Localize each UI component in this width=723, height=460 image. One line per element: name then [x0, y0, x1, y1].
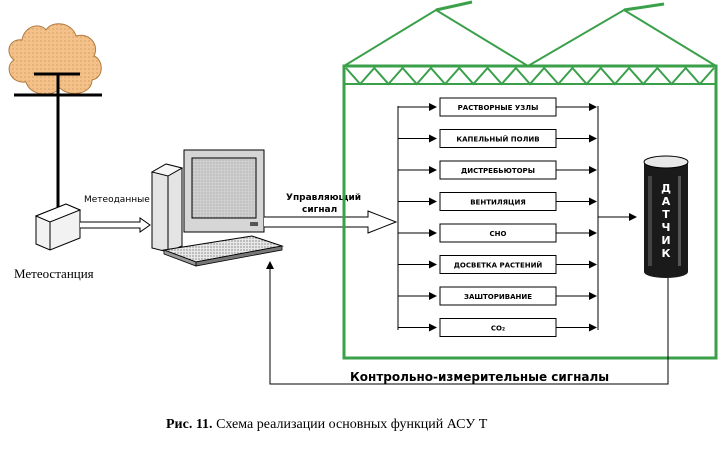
subsystem-label: ВЕНТИЛЯЦИЯ [470, 199, 526, 207]
weather-station-label: Метеостанция [14, 266, 94, 281]
weather-station-box [34, 203, 82, 251]
subsystem-row: КАПЕЛЬНЫЙ ПОЛИВ [398, 129, 597, 148]
sensor-letter: К [662, 247, 671, 260]
sensor-letter: Д [661, 182, 671, 195]
weather-mast [14, 72, 102, 212]
distribution-lines [397, 106, 637, 330]
weather-data-arrow [80, 217, 151, 233]
sensor-cylinder [643, 155, 689, 278]
cloud-icon [8, 23, 102, 95]
subsystem-row: CO₂ [398, 318, 597, 337]
weather-data-label: Метеоданные [84, 195, 150, 205]
sensor-letter: И [661, 234, 670, 247]
sensor-letter: Ч [662, 221, 671, 234]
control-signal-label-2: сигнал [302, 205, 337, 215]
control-signal-arrow [264, 210, 398, 234]
control-signal-label-1: Управляющий [286, 193, 361, 203]
subsystem-row: ДИСТРЕБЬЮТОРЫ [398, 160, 597, 180]
subsystem-label: ДОСВЕТКА РАСТЕНИЙ [454, 261, 543, 270]
greenhouse-frame [342, 64, 718, 360]
subsystem-row: СНО [398, 223, 597, 243]
subsystem-label: ЗАШТОРИВАНИЕ [464, 293, 532, 301]
subsystem-label: CO₂ [491, 325, 505, 333]
caption-text: Схема реализации основных функций АСУ Т [213, 417, 488, 432]
figure-caption: Рис. 11. Схема реализации основных функц… [166, 417, 488, 432]
caption-prefix: Рис. 11. [166, 417, 213, 432]
subsystem-label: СНО [490, 230, 507, 238]
subsystem-row: ДОСВЕТКА РАСТЕНИЙ [398, 255, 597, 274]
sensor-letter: Т [662, 208, 670, 221]
subsystem-row: ЗАШТОРИВАНИЕ [398, 286, 597, 306]
subsystem-row: РАСТВОРНЫЕ УЗЛЫ [398, 97, 597, 117]
computer-icon [150, 149, 284, 267]
subsystem-list: РАСТВОРНЫЕ УЗЛЫ КАПЕЛЬНЫЙ ПОЛИВ ДИСТРЕБЬЮТ… [398, 97, 597, 337]
subsystem-label: КАПЕЛЬНЫЙ ПОЛИВ [456, 135, 539, 144]
greenhouse-roof [343, 0, 717, 68]
subsystem-row: ВЕНТИЛЯЦИЯ [398, 192, 597, 211]
subsystem-label: РАСТВОРНЫЕ УЗЛЫ [458, 104, 539, 112]
feedback-label: Контрольно-измерительные сигналы [350, 370, 609, 384]
feedback-loop [266, 261, 669, 385]
sensor-letter: А [662, 195, 671, 208]
subsystem-label: ДИСТРЕБЬЮТОРЫ [461, 167, 535, 175]
